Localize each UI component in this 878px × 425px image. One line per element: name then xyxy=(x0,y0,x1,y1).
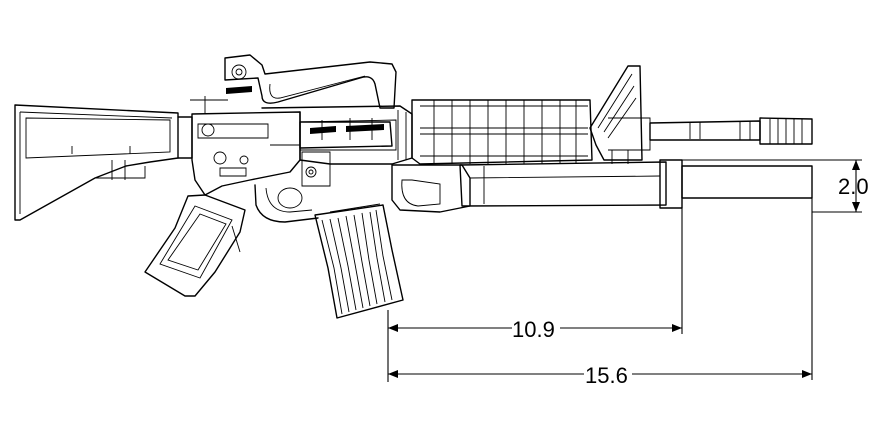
barrel xyxy=(649,117,813,145)
carry-handle xyxy=(190,54,397,114)
dimension-short-length: 10.9 xyxy=(387,208,683,382)
long-length-dimension-label: 15.6 xyxy=(585,363,628,388)
lower-receiver xyxy=(191,111,331,223)
upper-receiver xyxy=(261,105,413,165)
height-dimension-label: 2.0 xyxy=(838,174,869,199)
dimension-height: 2.0 xyxy=(682,159,869,213)
front-sight xyxy=(589,65,651,164)
short-length-dimension-label: 10.9 xyxy=(512,317,555,342)
pistol-grip xyxy=(144,194,246,297)
handguard xyxy=(411,99,593,165)
underbarrel-launcher xyxy=(391,159,813,213)
magazine xyxy=(314,203,404,319)
buttstock xyxy=(14,104,193,221)
dimension-long-length: 15.6 xyxy=(388,198,813,388)
